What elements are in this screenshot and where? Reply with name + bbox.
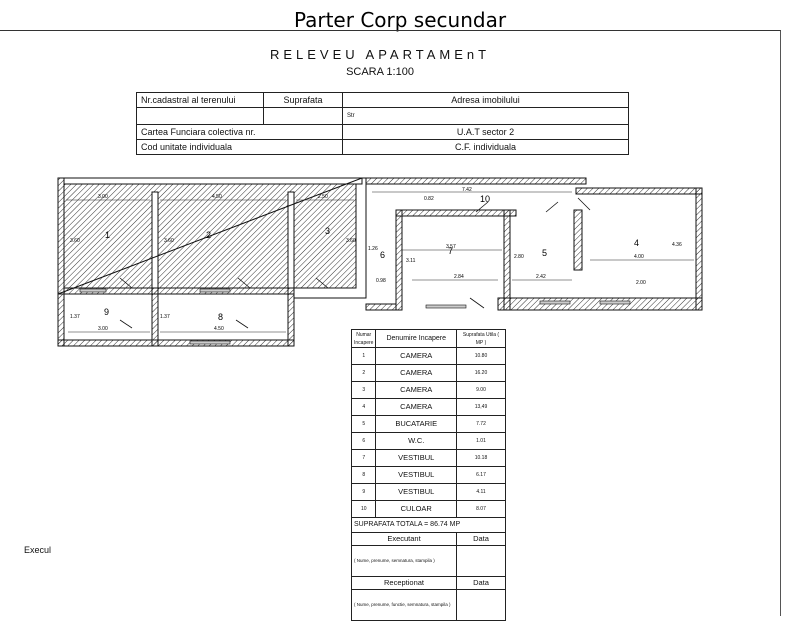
- dimension-label: 2.00: [636, 280, 646, 286]
- room-number: 8: [218, 312, 223, 322]
- windows: [79, 288, 631, 345]
- land-book-label: Cartea Funciara colectiva nr.: [136, 124, 343, 140]
- street-prefix: Str: [342, 107, 629, 125]
- dimension-label: 2.80: [514, 254, 524, 260]
- cadastral-label: Nr.cadastral al terenului: [136, 92, 264, 108]
- executant-label: Executant: [351, 532, 457, 546]
- legend-header-name: Denumire Incapere: [375, 329, 457, 348]
- executant-date-cell: [456, 545, 506, 577]
- cf-label: C.F. individuala: [342, 139, 629, 155]
- total-area: SUPRAFATA TOTALA = 86.74 MP: [351, 517, 506, 533]
- receptionat-note: ( Nume, prenume, functie, semnatura, sta…: [351, 589, 457, 621]
- door-swings: [119, 197, 591, 329]
- legend-header-num: Numar Incapere: [350, 329, 377, 348]
- room-number: 5: [542, 248, 547, 258]
- dimension-label: 3.60: [346, 238, 356, 244]
- dimension-label: 4.50: [212, 194, 222, 200]
- data-label: Data: [456, 576, 506, 590]
- legend-header-area: Suprafata Utila ( MP ): [456, 329, 506, 348]
- dimension-label: 2.84: [454, 274, 464, 280]
- room-number: 10: [480, 194, 490, 204]
- dimension-label: 3.00: [98, 194, 108, 200]
- data-label: Data: [456, 532, 506, 546]
- room-number: 3: [325, 226, 330, 236]
- dimension-label: 3.60: [164, 238, 174, 244]
- unit-code-label: Cod unitate individuala: [136, 139, 343, 155]
- address-label: Adresa imobilului: [342, 92, 629, 108]
- dimension-label: 3.57: [446, 244, 456, 250]
- surface-value: [263, 107, 343, 125]
- room-number: 7: [448, 246, 453, 256]
- dimension-label: 3.60: [70, 238, 80, 244]
- uat-label: U.A.T sector 2: [342, 124, 629, 140]
- document-title: RELEVEU APARTAMEnT: [269, 47, 491, 62]
- dimension-label: 1.37: [70, 314, 80, 320]
- outer-walls: [57, 177, 703, 347]
- dimension-label: 2.42: [536, 274, 546, 280]
- room-number: 1: [105, 230, 110, 240]
- executant-left-label: Execul: [24, 545, 52, 555]
- room-number: 2: [206, 230, 211, 240]
- receptionat-label: Receptionat: [351, 576, 457, 590]
- dimension-label: 4.36: [672, 242, 682, 248]
- dimension-label: 4.50: [214, 326, 224, 332]
- document-sheet: [0, 30, 781, 616]
- dimension-label: 3.00: [98, 326, 108, 332]
- document-scale: SCARA 1:100: [346, 66, 414, 78]
- room-number: 4: [634, 238, 639, 248]
- dimension-label: 3.11: [406, 258, 416, 264]
- dimension-label: 0.82: [424, 196, 434, 202]
- page-title: Parter Corp secundar: [293, 8, 507, 32]
- room-number: 9: [104, 307, 109, 317]
- rooms-legend-table: Numar Incapere Denumire Incapere Suprafa…: [350, 329, 506, 621]
- room-number: 6: [380, 250, 385, 260]
- floor-plan: 1 2 3 4 5 6 7 8 9 10 3.00 4.50 2.50 7.42…: [57, 177, 703, 347]
- dimension-label: 2.50: [318, 194, 328, 200]
- receptionat-date-cell: [456, 589, 506, 621]
- dimension-label: 1.37: [160, 314, 170, 320]
- header-table: Nr.cadastral al terenului Suprafata Adre…: [136, 92, 629, 155]
- surface-label: Suprafata: [263, 92, 343, 108]
- dimension-label: 1.26: [368, 246, 378, 252]
- dimension-label: 7.42: [462, 187, 472, 193]
- cadastral-value: [136, 107, 264, 125]
- dimension-label: 4.00: [634, 254, 644, 260]
- executant-note: ( Nume, prenume, semnatura, stampila ): [351, 545, 457, 577]
- dimension-lines: [66, 191, 694, 333]
- dimension-label: 0.98: [376, 278, 386, 284]
